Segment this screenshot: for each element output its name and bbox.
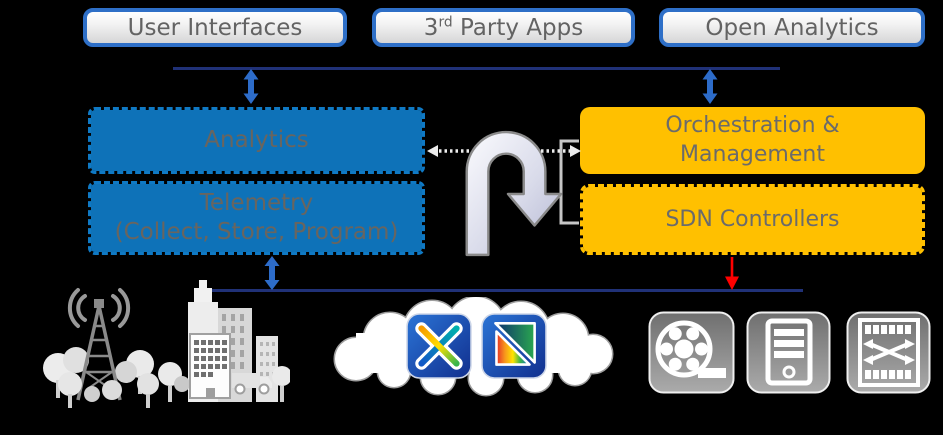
sdn-label: SDN Controllers	[665, 207, 840, 232]
southbound-bus-line	[200, 289, 803, 292]
app-box-label: User Interfaces	[127, 14, 303, 41]
server-icon	[746, 311, 831, 394]
bidir-arrow-icon	[702, 69, 718, 104]
ordinal-superscript: rd	[438, 13, 453, 30]
orchestration-label-line1: Orchestration &	[665, 112, 840, 138]
app-box-open-analytics: Open Analytics	[659, 8, 925, 47]
sdn-controllers-box: SDN Controllers	[580, 184, 925, 255]
dotted-link-left-icon	[427, 145, 469, 157]
orchestration-label-line2: Management	[680, 141, 825, 167]
optical-switch-icon	[846, 311, 931, 394]
app-box-label: 3rd Party Apps	[423, 13, 584, 41]
delivery-truck-icon	[232, 373, 272, 395]
cross-connect-app-icon	[406, 313, 472, 379]
uturn-arrow-icon	[465, 130, 563, 257]
red-control-arrow-icon	[725, 257, 739, 290]
media-reel-icon	[648, 311, 735, 394]
group-bracket	[559, 139, 579, 225]
prism-app-icon	[481, 313, 547, 379]
app-box-label: Open Analytics	[705, 14, 879, 41]
orchestration-box: Orchestration & Management	[580, 107, 925, 174]
app-box-user-interfaces: User Interfaces	[83, 8, 347, 47]
analytics-label: Analytics	[204, 127, 309, 154]
bidir-arrow-icon	[243, 69, 259, 104]
telemetry-detail: (Collect, Store, Program)	[114, 219, 399, 245]
telemetry-box: Telemetry (Collect, Store, Program)	[88, 181, 425, 255]
radio-tower-icon	[43, 288, 159, 408]
city-buildings-icon	[158, 280, 290, 402]
bidir-arrow-icon	[264, 256, 280, 290]
analytics-box: Analytics	[88, 107, 425, 174]
dotted-link-right-icon	[541, 145, 581, 157]
app-box-3rd-party-apps: 3rd Party Apps	[372, 8, 635, 47]
telemetry-title: Telemetry	[199, 190, 314, 217]
northbound-bus-line	[173, 67, 780, 70]
